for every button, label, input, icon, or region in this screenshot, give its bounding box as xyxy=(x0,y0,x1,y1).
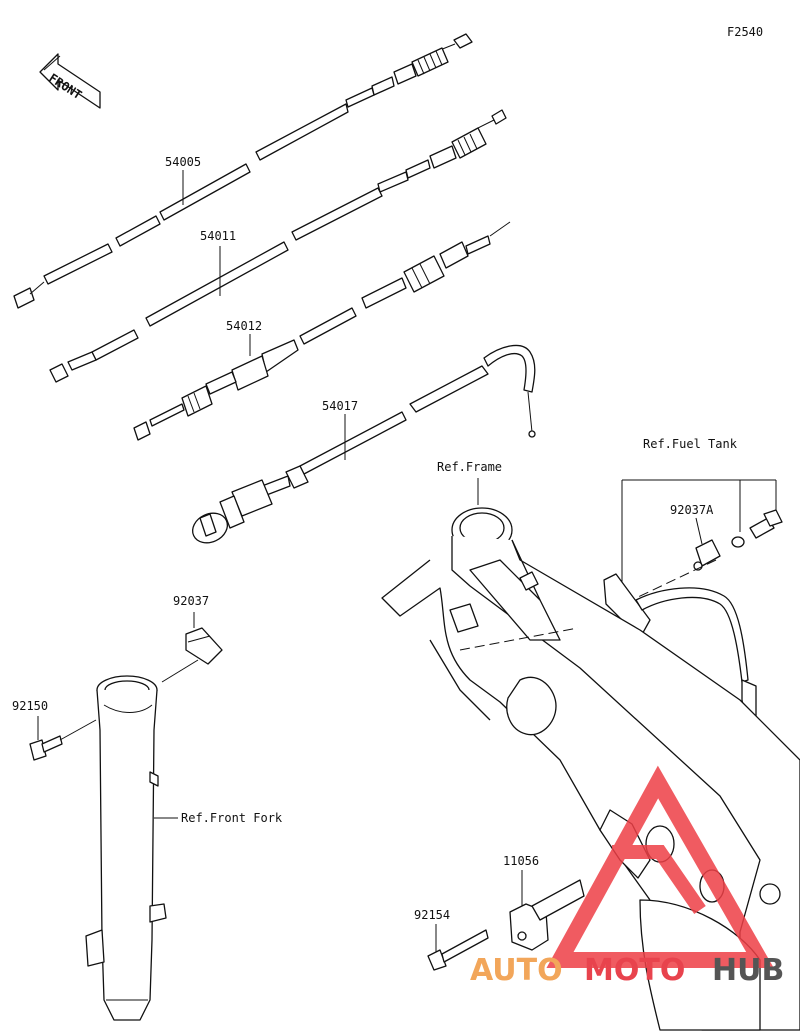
watermark-hub: HUB xyxy=(712,953,784,988)
bolt-fuel-tank xyxy=(749,509,783,539)
label-54017: 54017 xyxy=(322,399,358,413)
label-ref-frame: Ref.Frame xyxy=(437,460,502,474)
label-54012: 54012 xyxy=(226,319,262,333)
fuel-tank-bracket xyxy=(603,573,757,721)
leader-fuel-tank xyxy=(621,479,777,590)
bolt-92150 xyxy=(29,735,63,761)
cable-54017 xyxy=(191,344,536,544)
label-92037: 92037 xyxy=(173,594,209,608)
watermark-moto: MOTO xyxy=(584,953,685,988)
watermark-logo-icon xyxy=(546,765,774,968)
label-54011: 54011 xyxy=(200,229,236,243)
label-92154: 92154 xyxy=(414,908,450,922)
label-92037A: 92037A xyxy=(670,503,714,517)
frame xyxy=(381,507,800,1031)
watermark-auto: AUTO xyxy=(470,953,563,988)
cable-54005 xyxy=(13,33,473,309)
label-ref-front-fork: Ref.Front Fork xyxy=(181,811,283,825)
clamp-guide-line xyxy=(161,659,199,683)
washer xyxy=(731,536,745,548)
clamp-92037A xyxy=(693,539,721,571)
label-ref-fuel-tank: Ref.Fuel Tank xyxy=(643,437,738,451)
label-54005: 54005 xyxy=(165,155,201,169)
leader-92037A xyxy=(695,517,703,545)
label-92150: 92150 xyxy=(12,699,48,713)
cable-54012 xyxy=(133,221,511,441)
clamp-92037 xyxy=(185,627,223,665)
watermark-text: AUTO MOTO HUB xyxy=(470,953,784,988)
bolt-guide-line xyxy=(59,719,97,741)
front-fork xyxy=(85,675,167,1021)
cable-54011 xyxy=(49,109,507,383)
label-11056: 11056 xyxy=(503,854,539,868)
bolt-92154 xyxy=(427,929,489,971)
figure-code: F2540 xyxy=(727,25,763,39)
front-arrow-icon: FRONT xyxy=(39,53,101,109)
bracket-11056 xyxy=(509,879,585,951)
